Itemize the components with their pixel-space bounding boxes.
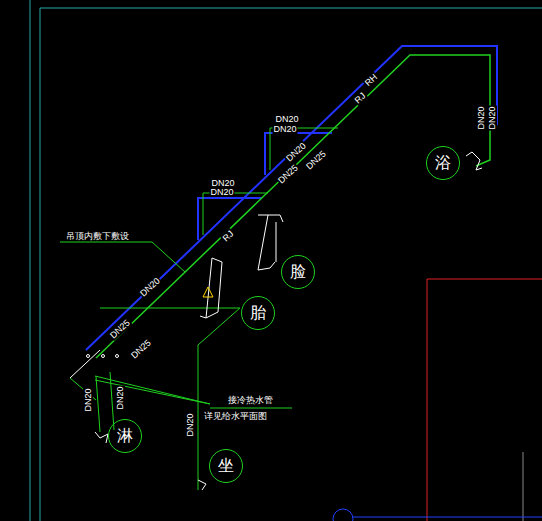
- pipe-label: DN20: [115, 385, 125, 410]
- pipe-label: DN20: [209, 187, 234, 197]
- pipe-label: DN20: [283, 140, 308, 164]
- pipe-label: DN20: [83, 387, 93, 412]
- pipe-label: DN20: [272, 124, 297, 134]
- fixture-circle: 脸: [281, 255, 315, 289]
- pipe-label: DN25: [107, 317, 132, 341]
- pipe-label: 接冷热水管: [227, 395, 274, 405]
- fixture-code: 淋: [117, 427, 133, 445]
- fixture-code: 胎: [250, 304, 266, 322]
- fixture-circle: 淋: [108, 419, 142, 453]
- pipe-label: DN20: [487, 105, 497, 130]
- pipe-label: RJ: [220, 228, 236, 244]
- pipe-label: DN20: [476, 105, 486, 130]
- fixture-code: 浴: [435, 154, 451, 172]
- pipe-label: DN20: [274, 114, 299, 124]
- fixture-code: 脸: [290, 263, 306, 281]
- fixture-circle: 坐: [209, 449, 243, 483]
- pipe-label: 详见给水平面图: [203, 411, 268, 421]
- pipe-label: DN20: [137, 275, 162, 299]
- pipe-label: 吊顶内敷下敷设: [65, 231, 130, 241]
- pipe-label: DN25: [303, 148, 328, 172]
- fixture-circle: 浴: [426, 146, 460, 180]
- pipe-label: DN20: [185, 412, 195, 437]
- fixture-code: 坐: [218, 457, 234, 475]
- pipe-label: DN25: [128, 337, 153, 361]
- fixture-circle: 胎: [241, 296, 275, 330]
